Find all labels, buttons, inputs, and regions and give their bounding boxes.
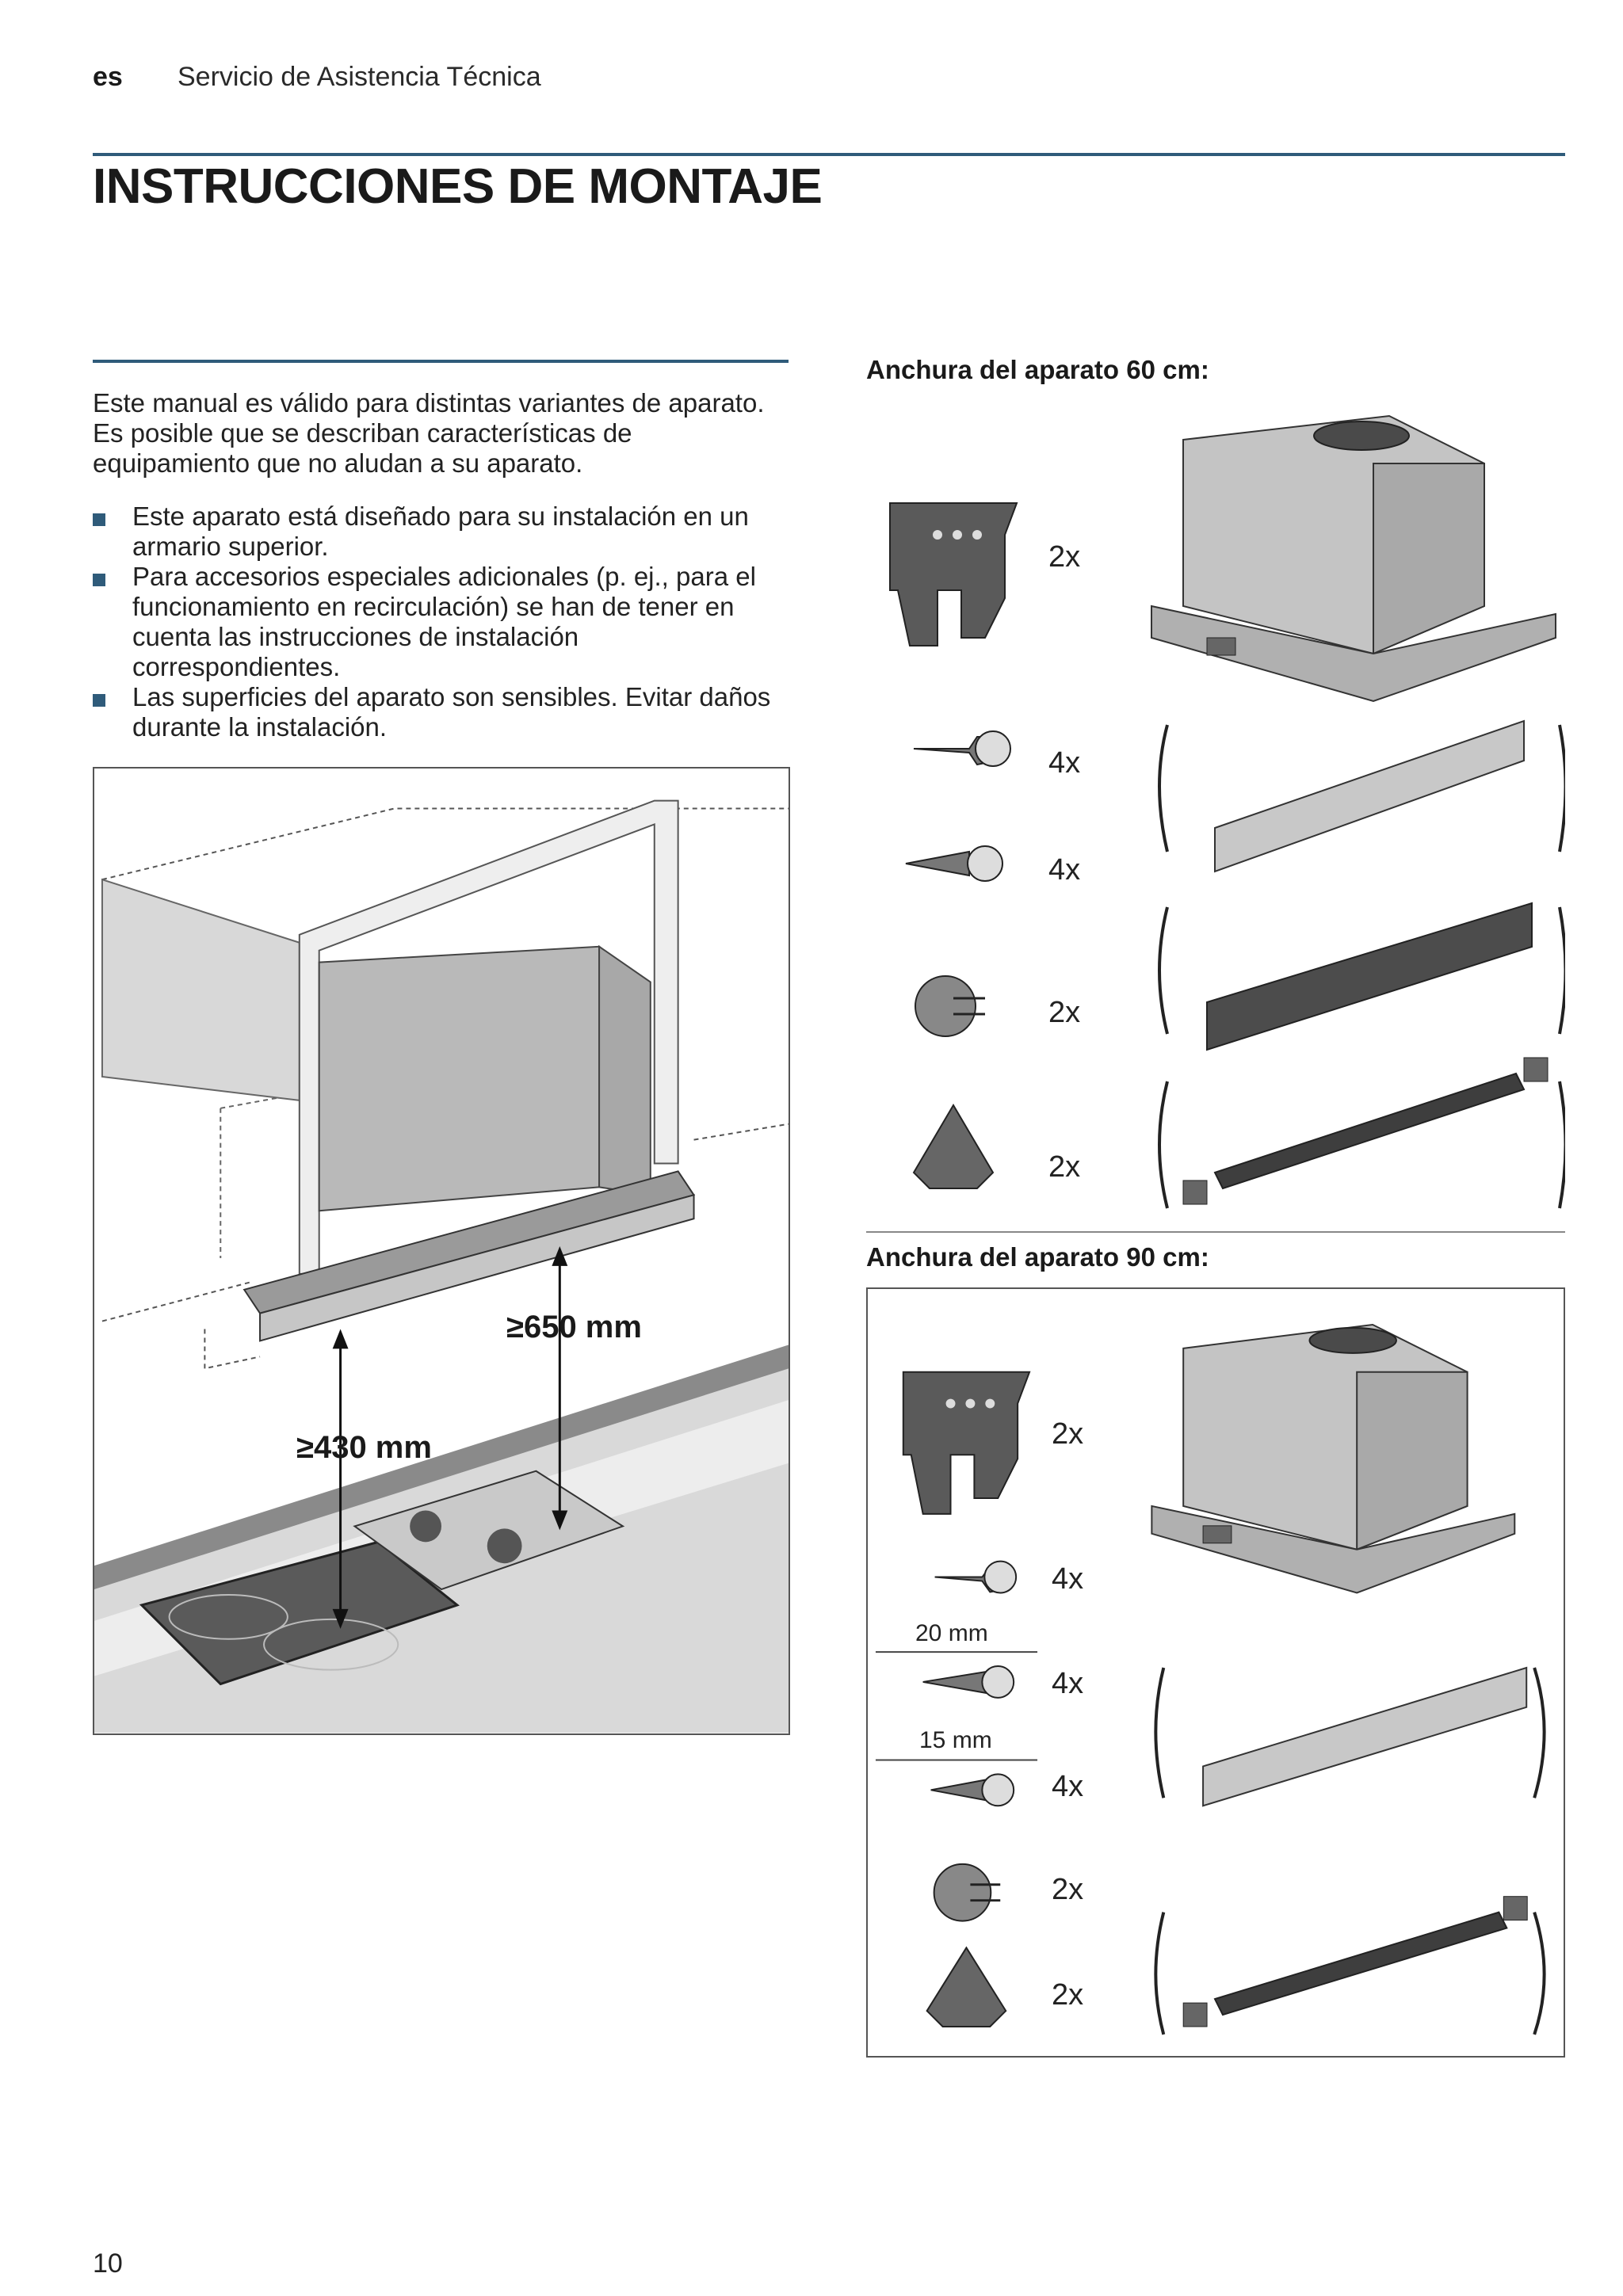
- section-title: Servicio de Asistencia Técnica: [178, 62, 541, 92]
- bullet-text: Para accesorios especiales adicionales (…: [132, 562, 756, 681]
- mounting-bracket-icon: [902, 1371, 1031, 1515]
- page-title: INSTRUCCIONES DE MONTAJE: [93, 159, 823, 214]
- parts-drawing-90cm: [875, 1323, 1546, 2035]
- quantity-bracket: 2x: [1048, 540, 1081, 574]
- bullet-text: Las superficies del aparato son sensible…: [132, 682, 771, 742]
- quantity-screw: 4x: [1052, 1562, 1084, 1596]
- spacer-cone-icon: [912, 1104, 995, 1189]
- quantity-wood-screw: 4x: [1048, 853, 1081, 887]
- installation-drawing: [94, 799, 789, 1733]
- column-rule: [93, 360, 789, 363]
- bullet-square-icon: [93, 694, 105, 707]
- page-number: 10: [93, 2248, 123, 2279]
- quantity-cap: 2x: [1048, 996, 1081, 1029]
- panel-divider: [866, 1231, 1565, 1233]
- caption-90cm: Anchura del aparato 90 cm:: [866, 1242, 1209, 1272]
- bullet-item: Las superficies del aparato son sensible…: [93, 682, 790, 742]
- front-panel-icon: [1154, 1666, 1546, 1807]
- quantity-bracket: 2x: [1052, 1417, 1084, 1451]
- intro-paragraph: Este manual es válido para distintas var…: [93, 388, 765, 478]
- cover-cap-icon: [915, 975, 985, 1037]
- screw-icon: [913, 730, 1011, 767]
- dimension-label-gas: ≥650 mm: [506, 1310, 642, 1344]
- dimension-label-electric: ≥430 mm: [296, 1430, 432, 1465]
- bullet-item: Este aparato está diseñado para su insta…: [93, 502, 790, 562]
- quantity-cone: 2x: [1048, 1150, 1081, 1184]
- wood-screw-20mm-icon: [875, 1651, 1038, 1699]
- bullet-list: Este aparato está diseñado para su insta…: [93, 502, 790, 742]
- bullet-square-icon: [93, 574, 105, 586]
- spacer-cone-icon: [926, 1946, 1007, 2027]
- installation-figure: ≥650 mm ≥430 mm: [93, 767, 790, 1735]
- extractor-hood-icon: [1151, 1323, 1516, 1594]
- quantity-wood-screw-20mm: 4x: [1052, 1667, 1084, 1700]
- mounting-rail-icon: [1154, 1896, 1546, 2035]
- cover-cap-icon: [933, 1863, 1001, 1922]
- front-panel-icon: [1158, 719, 1565, 873]
- quantity-cap: 2x: [1052, 1873, 1084, 1906]
- quantity-wood-screw-15mm: 4x: [1052, 1770, 1084, 1803]
- screw-icon: [934, 1560, 1018, 1594]
- mounting-rail-icon: [1158, 1057, 1565, 1209]
- parts-panel-60cm: 2x 4x 4x 2x 2x: [866, 400, 1565, 1224]
- extractor-hood-icon: [1151, 414, 1556, 703]
- language-code: es: [93, 62, 123, 92]
- wood-screw-15mm-icon: [875, 1759, 1038, 1807]
- mounting-bracket-icon: [889, 502, 1018, 646]
- channel-profile-icon: [1158, 902, 1565, 1051]
- bullet-text: Este aparato está diseñado para su insta…: [132, 502, 749, 561]
- screw-length-15mm: 15 mm: [919, 1727, 992, 1753]
- parts-panel-90cm: 2x 4x 20 mm 4x 15 mm 4x 2x 2x: [866, 1287, 1565, 2058]
- wood-screw-icon: [905, 845, 1003, 882]
- bullet-square-icon: [93, 513, 105, 526]
- quantity-cone: 2x: [1052, 1978, 1084, 2012]
- top-rule: [93, 153, 1565, 156]
- caption-60cm: Anchura del aparato 60 cm:: [866, 355, 1209, 384]
- parts-drawing-60cm: [889, 414, 1565, 1209]
- quantity-screw: 4x: [1048, 746, 1081, 780]
- bullet-item: Para accesorios especiales adicionales (…: [93, 562, 790, 682]
- screw-length-20mm: 20 mm: [915, 1620, 988, 1646]
